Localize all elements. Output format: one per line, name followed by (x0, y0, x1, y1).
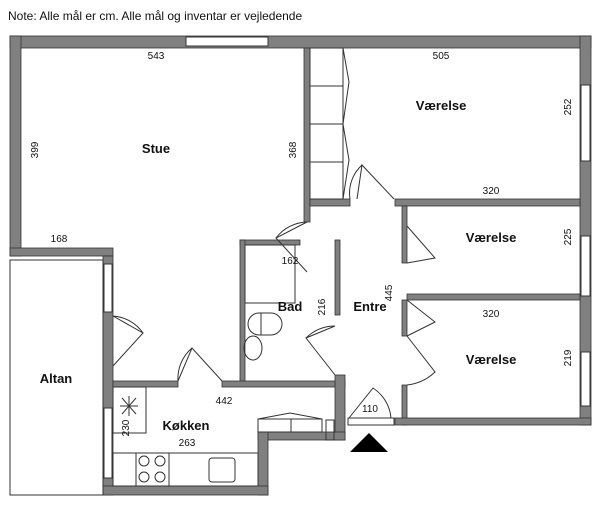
stove-icon (135, 452, 170, 487)
dim-vaerelse-1-width: 505 (433, 51, 450, 62)
toilet-icon (247, 312, 283, 336)
dim-entre-length: 445 (384, 284, 395, 301)
dim-koekken-height: 230 (121, 419, 132, 436)
dim-stue-lower: 168 (51, 234, 68, 245)
bathroom-fixtures (243, 244, 296, 361)
walls (9, 35, 592, 496)
room-label-vaerelse-3: Værelse (466, 352, 517, 367)
room-label-altan: Altan (40, 371, 73, 386)
dim-vaerelse-3-height: 219 (563, 349, 574, 366)
wardrobe (309, 47, 350, 200)
dim-stue-inner: 368 (288, 141, 299, 158)
fridge-icon (325, 419, 335, 441)
altan-area (9, 259, 104, 496)
room-label-vaerelse-1: Værelse (416, 98, 467, 113)
room-label-vaerelse-2: Værelse (466, 230, 517, 245)
room-label-entre: Entre (353, 299, 386, 314)
dim-vaerelse-2-height: 225 (563, 228, 574, 245)
dim-stue-height: 399 (30, 141, 41, 158)
dim-door-width: 110 (362, 404, 378, 415)
room-label-koekken: Køkken (163, 418, 210, 433)
dim-vaerelse-3-width: 320 (483, 309, 500, 320)
dim-vaerelse-2-width: 320 (483, 186, 500, 197)
kitchen-sink-icon (208, 457, 236, 483)
note-text: Note: Alle mål er cm. Alle mål og invent… (8, 9, 303, 23)
kitchen-fixtures (112, 386, 335, 487)
dim-stue-width: 543 (148, 51, 165, 62)
doors[interactable] (112, 163, 436, 426)
dim-bad-width: 162 (282, 256, 299, 267)
room-label-bad: Bad (278, 299, 303, 314)
dim-koekken-length: 442 (216, 396, 233, 407)
sink-icon (243, 335, 263, 361)
dim-koekken-width: 263 (179, 438, 196, 449)
windows (103, 36, 591, 479)
exhaust-icon (120, 396, 138, 416)
entrance-arrow-icon (350, 433, 388, 452)
dim-bad-height: 216 (317, 298, 328, 315)
dim-vaerelse-1-height: 252 (563, 98, 574, 115)
room-label-stue: Stue (142, 141, 170, 156)
